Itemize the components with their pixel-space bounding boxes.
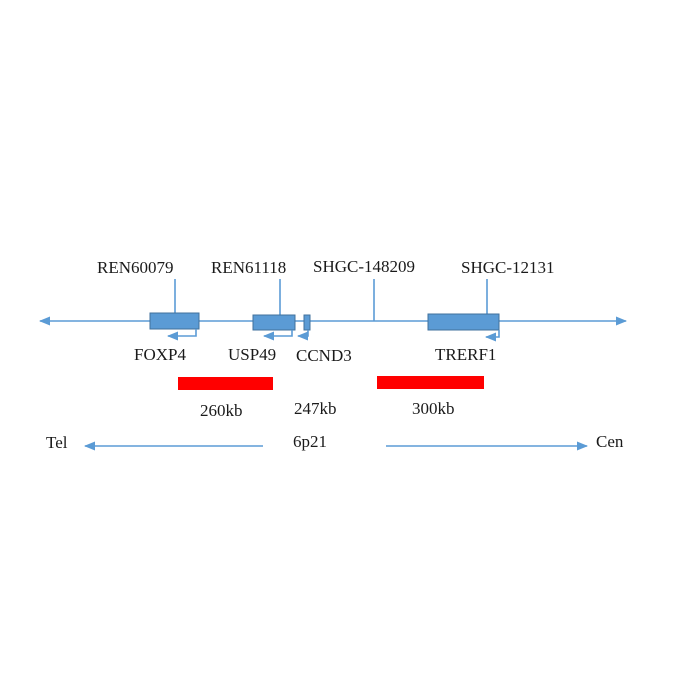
- band-label: 6p21: [293, 432, 327, 451]
- region-size-left: 260kb: [200, 401, 243, 420]
- gene-label-foxp4: FOXP4: [134, 345, 186, 364]
- gene-box-foxp4: [149, 312, 200, 330]
- direction-arrow-trerf1: [484, 330, 500, 342]
- gene-label-ccnd3: CCND3: [296, 346, 352, 365]
- region-bar-right: [377, 376, 484, 389]
- marker-label-shgc148209: SHGC-148209: [313, 257, 415, 276]
- direction-arrow-foxp4: [166, 329, 197, 341]
- gene-box-trerf1: [427, 313, 500, 331]
- region-size-right: 300kb: [412, 399, 455, 418]
- marker-label-ren60079: REN60079: [97, 258, 174, 277]
- gene-label-usp49: USP49: [228, 345, 276, 364]
- marker-label-ren61118: REN61118: [211, 258, 286, 277]
- gene-box-usp49: [252, 314, 296, 331]
- centromere-label: Cen: [596, 432, 624, 451]
- region-size-middle: 247kb: [294, 399, 337, 418]
- direction-arrow-usp49: [262, 330, 293, 341]
- region-bar-left: [178, 377, 273, 390]
- gene-box-ccnd3: [303, 314, 311, 331]
- telomere-label: Tel: [46, 433, 68, 452]
- marker-label-shgc12131: SHGC-12131: [461, 258, 555, 277]
- gene-label-trerf1: TRERF1: [435, 345, 496, 364]
- direction-arrow-ccnd3: [296, 330, 309, 341]
